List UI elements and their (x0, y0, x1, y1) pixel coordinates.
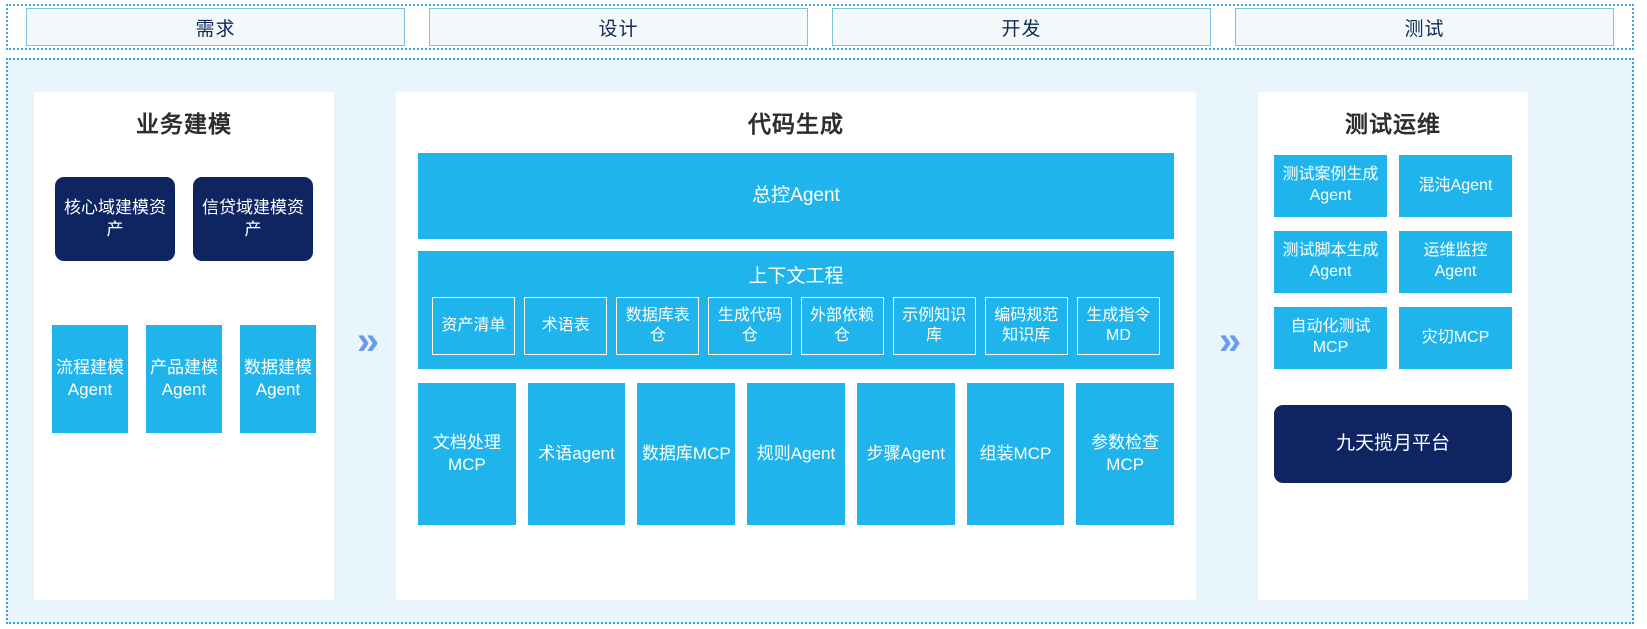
stage-cell-design: 设计 (417, 8, 820, 46)
test-case-generation-agent[interactable]: 测试案例生成Agent (1274, 155, 1387, 217)
tool-document-processing-mcp[interactable]: 文档处理MCP (418, 383, 516, 525)
context-item-generation-instruction-md[interactable]: 生成指令MD (1076, 297, 1160, 355)
stage-cell-testing: 测试 (1223, 8, 1626, 46)
context-item-external-dependency-repo[interactable]: 外部依赖仓 (800, 297, 884, 355)
tool-database-mcp[interactable]: 数据库MCP (637, 383, 736, 525)
tool-step-agent[interactable]: 步骤Agent (856, 383, 955, 525)
tool-rule-agent[interactable]: 规则Agent (747, 383, 845, 525)
panel-business-modeling: 业务建模 核心域建模资产 信贷域建模资产 流程建模Agent 产品建模Agent… (34, 92, 334, 600)
test-script-generation-agent[interactable]: 测试脚本生成Agent (1274, 231, 1387, 293)
code-generation-content: 总控Agent 上下文工程 资产清单 术语表 数据库表仓 生成代码仓 外部依赖仓… (396, 153, 1196, 525)
code-generation-tools-row: 文档处理MCP 术语agent 数据库MCP 规则Agent 步骤Agent 组… (418, 383, 1175, 525)
chevron-separator-1: » (334, 60, 396, 622)
context-engineering-block: 上下文工程 资产清单 术语表 数据库表仓 生成代码仓 外部依赖仓 示例知识库 编… (418, 251, 1174, 369)
tool-parameter-check-mcp[interactable]: 参数检查MCP (1076, 383, 1175, 525)
panel-title-business-modeling: 业务建模 (136, 111, 232, 137)
test-operations-grid: 测试案例生成Agent 混沌Agent 测试脚本生成Agent 运维监控Agen… (1274, 155, 1512, 369)
chevron-separator-2: » (1196, 60, 1258, 622)
panel-code-generation: 代码生成 总控Agent 上下文工程 资产清单 术语表 数据库表仓 生成代码仓 … (396, 92, 1196, 600)
stage-cell-requirements: 需求 (14, 8, 417, 46)
context-item-example-knowledge-base[interactable]: 示例知识库 (892, 297, 976, 355)
agent-data-modeling[interactable]: 数据建模Agent (240, 325, 316, 433)
agent-process-modeling[interactable]: 流程建模Agent (52, 325, 128, 433)
stage-cell-development: 开发 (820, 8, 1223, 46)
tool-assembly-mcp[interactable]: 组装MCP (966, 383, 1065, 525)
context-engineering-title: 上下文工程 (748, 266, 844, 287)
panel-title-test-operations: 测试运维 (1345, 111, 1441, 137)
context-item-db-table-repo[interactable]: 数据库表仓 (616, 297, 700, 355)
context-item-glossary[interactable]: 术语表 (524, 297, 608, 355)
diagram-frame: 业务建模 核心域建模资产 信贷域建模资产 流程建模Agent 产品建模Agent… (6, 58, 1634, 624)
master-control-agent[interactable]: 总控Agent (418, 153, 1174, 239)
tool-glossary-agent[interactable]: 术语agent (527, 383, 626, 525)
operations-monitoring-agent[interactable]: 运维监控Agent (1399, 231, 1512, 293)
panel-title-code-generation: 代码生成 (748, 111, 844, 137)
stage-box-development[interactable]: 开发 (832, 8, 1211, 46)
test-operations-content: 测试案例生成Agent 混沌Agent 测试脚本生成Agent 运维监控Agen… (1258, 155, 1528, 483)
asset-credit-domain[interactable]: 信贷域建模资产 (193, 177, 313, 261)
stage-box-design[interactable]: 设计 (429, 8, 808, 46)
double-chevron-right-icon: » (1218, 319, 1241, 363)
asset-core-domain[interactable]: 核心域建模资产 (55, 177, 175, 261)
context-engineering-items: 资产清单 术语表 数据库表仓 生成代码仓 外部依赖仓 示例知识库 编码规范知识库… (432, 297, 1160, 355)
platform-row: 九天揽月平台 (1274, 405, 1512, 483)
jiutian-lanyue-platform[interactable]: 九天揽月平台 (1274, 405, 1512, 483)
context-item-asset-inventory[interactable]: 资产清单 (432, 297, 516, 355)
agent-product-modeling[interactable]: 产品建模Agent (146, 325, 222, 433)
stage-box-testing[interactable]: 测试 (1235, 8, 1614, 46)
stage-bar: 需求 设计 开发 测试 (6, 4, 1634, 50)
disaster-recovery-mcp[interactable]: 灾切MCP (1399, 307, 1512, 369)
business-modeling-assets-row: 核心域建模资产 信贷域建模资产 (34, 177, 334, 261)
context-item-generated-code-repo[interactable]: 生成代码仓 (708, 297, 792, 355)
panel-test-operations: 测试运维 测试案例生成Agent 混沌Agent 测试脚本生成Agent 运维监… (1258, 92, 1528, 600)
context-item-coding-standards-kb[interactable]: 编码规范知识库 (984, 297, 1068, 355)
stage-box-requirements[interactable]: 需求 (26, 8, 405, 46)
chaos-agent[interactable]: 混沌Agent (1399, 155, 1512, 217)
business-modeling-agents-row: 流程建模Agent 产品建模Agent 数据建模Agent (34, 325, 334, 433)
automated-test-mcp[interactable]: 自动化测试MCP (1274, 307, 1387, 369)
double-chevron-right-icon: » (356, 319, 379, 363)
